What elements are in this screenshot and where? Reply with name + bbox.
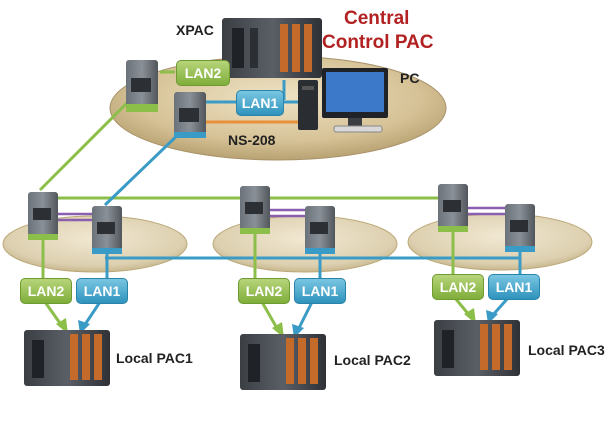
local-drop-lines [41, 232, 522, 278]
local1-lan1-tag: LAN1 [76, 278, 128, 304]
pc-tower-icon [298, 80, 318, 130]
switch-icon [126, 60, 158, 112]
local-switch-pair-1 [28, 192, 122, 254]
local-platform-3 [407, 213, 593, 271]
xpac-label: XPAC [176, 22, 214, 38]
switch-icon [174, 92, 206, 138]
purple-switch-links [58, 206, 505, 222]
local2-lan1-tag: LAN1 [294, 278, 346, 304]
arrow-down-icon [43, 297, 510, 338]
pac-controller-icon [434, 320, 520, 376]
central-lan2-tag: LAN2 [176, 60, 230, 86]
central-lan1-tag: LAN1 [236, 90, 284, 116]
local2-lan2-tag: LAN2 [238, 278, 290, 304]
ns208-label: NS-208 [228, 132, 276, 148]
pac-controller-icon [222, 18, 322, 78]
local-switch-pair-2 [240, 186, 335, 254]
local-pac3-label: Local PAC3 [528, 342, 605, 358]
local-switch-pair-3 [438, 184, 535, 252]
pac-controller-icon [240, 334, 326, 390]
central-title-line2: Control PAC [322, 32, 434, 53]
central-title-line1: Central [344, 8, 410, 29]
pc-label: PC [400, 70, 420, 86]
local3-lan2-tag: LAN2 [432, 274, 484, 300]
pac-controller-icon [24, 330, 110, 386]
local-pac1-label: Local PAC1 [116, 350, 193, 366]
local3-lan1-tag: LAN1 [488, 274, 540, 300]
local-pac2-label: Local PAC2 [334, 352, 411, 368]
local1-lan2-tag: LAN2 [20, 278, 72, 304]
pc-monitor-icon [322, 68, 388, 133]
